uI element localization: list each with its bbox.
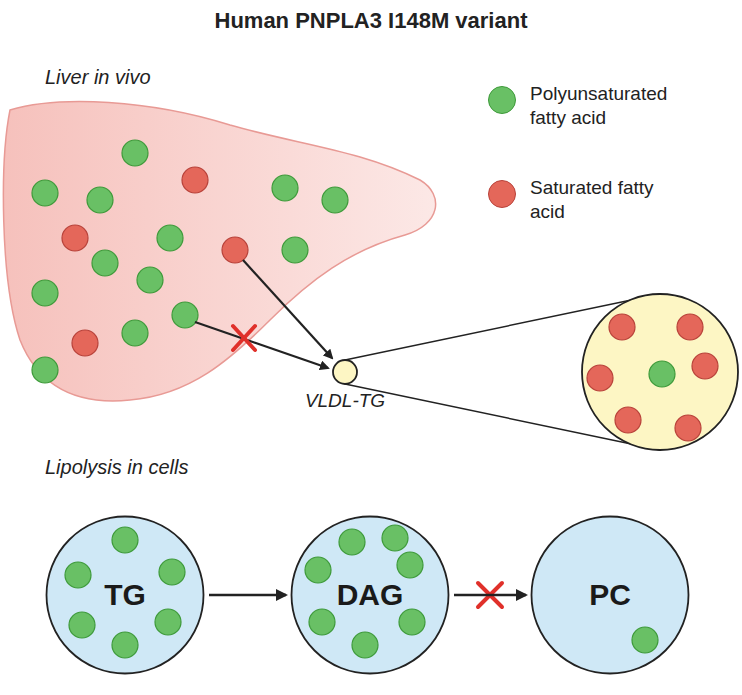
legend-entry: Saturated fatty acid <box>488 176 690 224</box>
lipid-pool-circle: PC <box>530 515 690 675</box>
section-label: Lipolysis in cells <box>45 456 188 479</box>
vldl-particle: VLDL-TG <box>295 358 395 422</box>
diagram-title: Human PNPLA3 I148M variant <box>0 8 742 34</box>
legend-entry: Polyunsaturated fatty acid <box>488 82 690 130</box>
node-label: DAG <box>290 515 450 675</box>
section-label: Liver in vivo <box>45 66 151 89</box>
legend-text: Polyunsaturated fatty acid <box>530 82 690 130</box>
process-arrow <box>454 594 526 597</box>
node-label: PC <box>530 515 690 675</box>
legend-swatch <box>488 86 516 114</box>
node-label: TG <box>45 515 205 675</box>
legend-swatch <box>488 180 516 208</box>
legend-text: Saturated fatty acid <box>530 176 690 224</box>
lipid-pool-circle: TG <box>45 515 205 675</box>
process-arrow <box>209 594 286 597</box>
lipid-pool-circle: DAG <box>290 515 450 675</box>
node-label: VLDL-TG <box>285 390 405 412</box>
